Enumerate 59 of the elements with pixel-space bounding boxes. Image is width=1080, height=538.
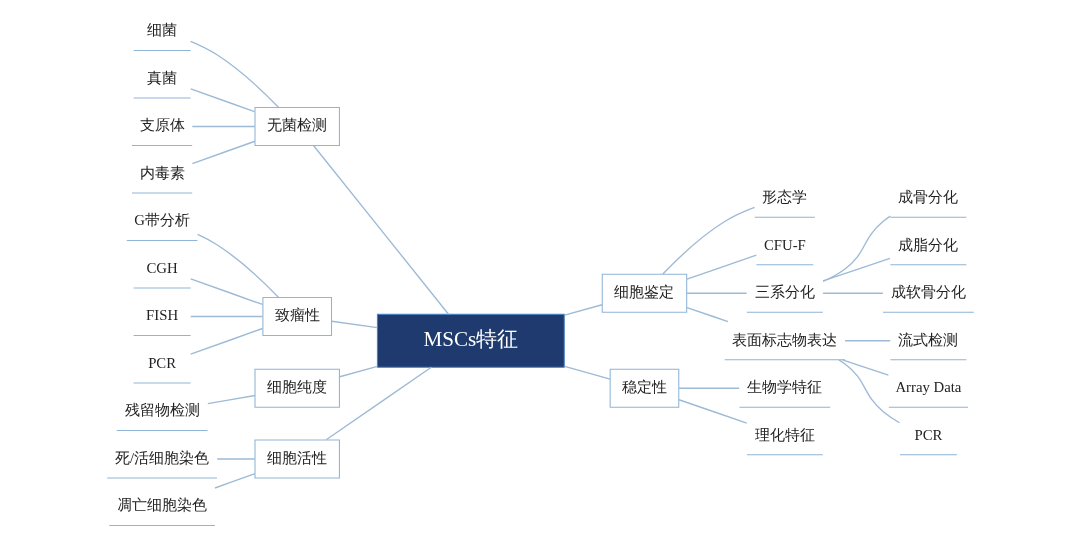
connector <box>189 278 263 306</box>
node-text: CGH <box>146 259 178 276</box>
connector <box>213 473 256 489</box>
connector <box>661 206 755 275</box>
node-text: 表面标志物表达 <box>731 331 837 348</box>
node-text: 三系分化 <box>754 284 815 301</box>
node-text: G带分析 <box>133 212 190 229</box>
connector <box>338 365 378 378</box>
connector <box>189 315 263 318</box>
connector <box>196 233 279 298</box>
node-box: MSCs特征 <box>376 313 565 368</box>
node-text: 生物学特征 <box>746 379 822 396</box>
connector <box>189 327 263 355</box>
connector <box>191 125 256 128</box>
node-text: 流式检测 <box>897 331 958 348</box>
connector <box>325 366 432 441</box>
node-text: 成骨分化 <box>897 189 958 206</box>
connector <box>841 359 889 376</box>
connector <box>206 394 256 405</box>
connector <box>330 320 378 329</box>
connector <box>821 257 891 282</box>
node-text: 成脂分化 <box>897 236 958 253</box>
node-text: 细菌 <box>146 22 177 39</box>
connector <box>189 88 255 113</box>
node-box: 无菌检测 <box>253 107 340 147</box>
node-text: 死/活细胞染色 <box>114 449 209 466</box>
node-text: Array Data <box>894 379 961 396</box>
connector <box>685 306 729 323</box>
connector <box>677 399 747 424</box>
connector <box>685 254 757 280</box>
node-box: 稳定性 <box>609 368 679 408</box>
node-text: 真菌 <box>146 69 177 86</box>
node-text: 内毒素 <box>139 164 185 181</box>
connector <box>216 458 255 460</box>
connector <box>563 304 603 316</box>
node-box: 细胞鉴定 <box>601 273 687 313</box>
node-text: PCR <box>147 354 176 371</box>
connector <box>189 40 279 108</box>
node-text: CFU-F <box>763 236 806 253</box>
connector <box>821 292 884 294</box>
connector <box>837 359 900 424</box>
node-text: 成软骨分化 <box>890 284 966 301</box>
node-text: 凋亡细胞染色 <box>116 497 207 514</box>
node-box: 细胞活性 <box>253 439 340 479</box>
node-text: 残留物检测 <box>124 402 200 419</box>
connector <box>191 140 256 165</box>
node-text: 理化特征 <box>754 426 815 443</box>
connector <box>821 215 891 283</box>
connector <box>685 292 747 294</box>
connector <box>563 365 611 380</box>
node-text: PCR <box>913 426 942 443</box>
connector <box>677 387 740 389</box>
node-box: 致瘤性 <box>261 296 332 337</box>
node-text: 支原体 <box>139 117 185 134</box>
connector <box>843 340 891 342</box>
node-text: 形态学 <box>761 189 807 206</box>
node-box: 细胞纯度 <box>253 368 340 408</box>
connector <box>312 144 449 315</box>
node-text: FISH <box>145 307 178 324</box>
